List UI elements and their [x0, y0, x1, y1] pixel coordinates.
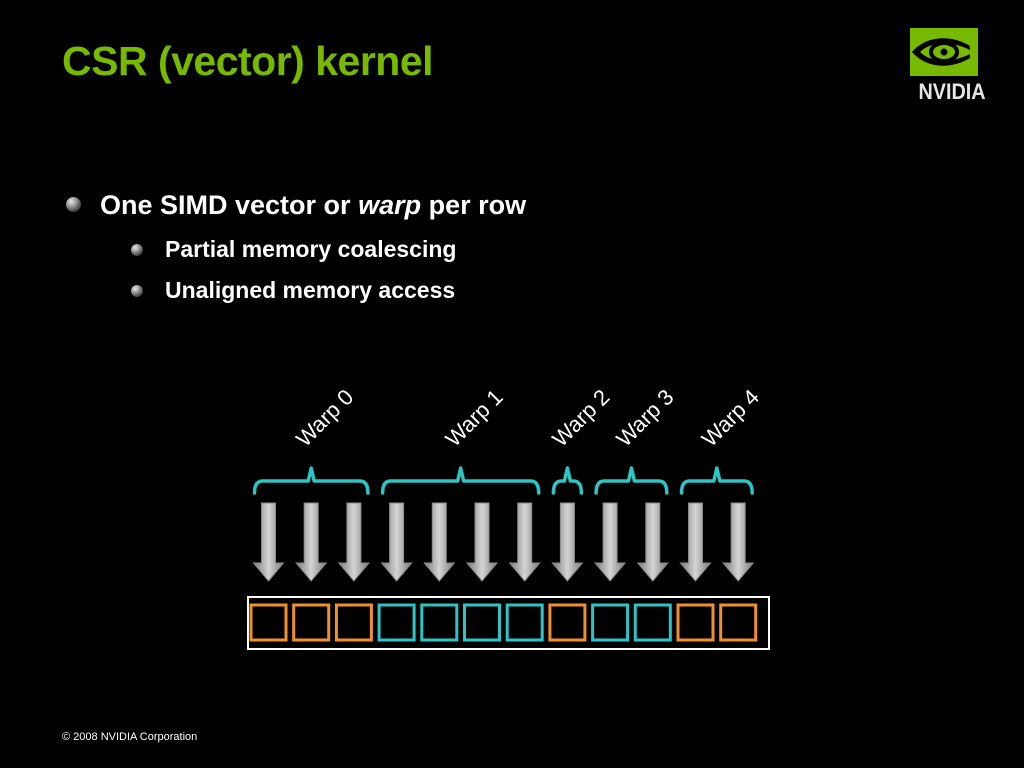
memory-cell: [420, 603, 459, 642]
sub-bullet-1: Partial memory coalescing: [165, 236, 457, 262]
bullet-main-italic: warp: [358, 190, 422, 220]
memory-cell: [633, 603, 672, 642]
memory-row-frame: [247, 596, 770, 650]
memory-cell: [548, 603, 587, 642]
warp-label: Warp 1: [441, 384, 508, 451]
memory-cell: [292, 603, 331, 642]
logo-wordmark: NVIDIA: [918, 79, 986, 104]
memory-cell: [591, 603, 630, 642]
bullet-main-text: One SIMD vector or: [100, 190, 359, 220]
memory-cell: [377, 603, 416, 642]
memory-cell: [719, 603, 758, 642]
sub-bullet-dot-icon: [131, 285, 143, 297]
thread-arrow: [465, 502, 499, 582]
memory-cell: [334, 603, 373, 642]
thread-arrow: [636, 502, 669, 582]
memory-cell: [676, 603, 715, 642]
footer-copyright: © 2008 NVIDIA Corporation: [62, 731, 198, 743]
thread-arrow: [252, 502, 285, 582]
warp-label: Warp 3: [611, 384, 678, 451]
slide-title: CSR (vector) kernel: [62, 38, 434, 84]
thread-arrow: [380, 502, 413, 582]
thread-arrow: [508, 502, 541, 582]
warp-label: Warp 2: [547, 384, 614, 451]
nvidia-logo: NVIDIA: [900, 26, 1004, 106]
warp-label: Warp 4: [697, 384, 764, 451]
thread-arrow: [337, 502, 370, 582]
thread-arrow: [551, 502, 584, 582]
bullet-dot-icon: [66, 197, 81, 212]
nvidia-eye-icon: [910, 28, 978, 76]
memory-cell: [463, 603, 501, 642]
sub-bullet-2: Unaligned memory access: [165, 277, 456, 303]
warp-bracket: [679, 466, 754, 495]
memory-cell: [249, 603, 288, 642]
warp-bracket: [594, 466, 669, 495]
warp-bracket: [551, 466, 584, 495]
bullet-main: One SIMD vector or warp per row: [100, 190, 526, 221]
warp-label: Warp 0: [291, 384, 358, 451]
thread-arrow: [295, 502, 328, 582]
warp-bracket: [380, 466, 541, 495]
thread-arrow: [423, 502, 456, 582]
sub-bullet-dot-icon: [131, 244, 143, 256]
bullet-main-text-end: per row: [421, 190, 527, 220]
thread-arrow: [679, 502, 712, 582]
thread-arrow: [722, 502, 755, 582]
thread-arrow: [594, 502, 627, 582]
warp-bracket: [252, 466, 370, 495]
memory-cell: [505, 603, 544, 642]
